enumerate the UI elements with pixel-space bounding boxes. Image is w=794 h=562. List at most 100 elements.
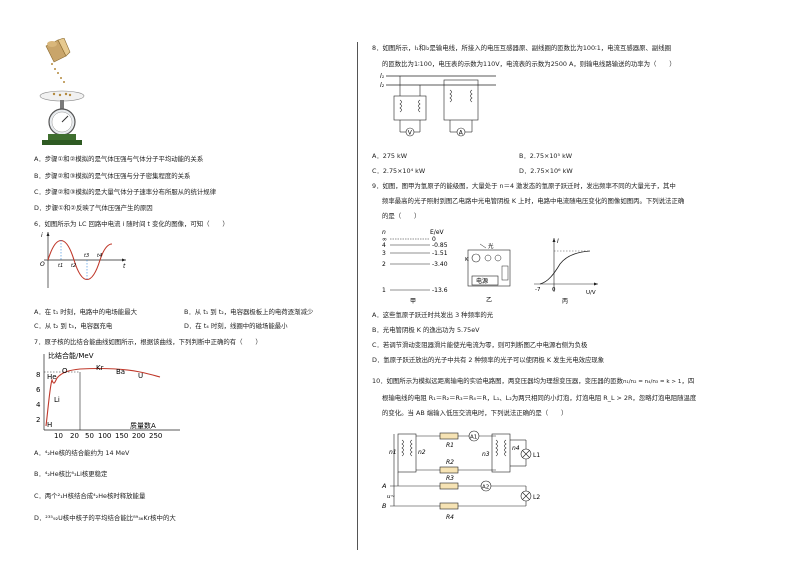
graph-i-axis-label: I xyxy=(557,238,559,245)
q6-option-b[interactable]: B．从 t₁ 到 t₂，电容器极板上的电荷逐渐减少 xyxy=(184,308,314,316)
question-7-stem: 7．原子核的比结合能曲线如图所示，根据该曲线，下列判断中正确的有（ ） xyxy=(34,338,262,346)
nuclide-h: H xyxy=(47,421,52,429)
terminal-b-label: B xyxy=(382,502,387,510)
option-b-prev[interactable]: B．步骤②和③模拟的是气体压强与分子密集程度的关系 xyxy=(34,172,191,180)
voltmeter-label: V xyxy=(408,130,413,137)
q9-option-c[interactable]: C．若调节滑动变阻器滑片能使光电流为零，则可判断图乙中电源右侧为负极 xyxy=(372,341,588,349)
level-n-inf: ∞ xyxy=(382,236,387,243)
q9-option-d[interactable]: D．氢原子跃迁放出的光子中共有 2 种频率的光子可以使阴极 K 发生光电效应现象 xyxy=(372,356,605,364)
graph-t2-label: t2 xyxy=(71,263,76,269)
resistor-r4 xyxy=(439,502,459,510)
label-r4: R4 xyxy=(446,514,454,521)
q10-stem-part-a: 10．如图所示为模拟远距离输电的实验电路图，两变压器均为理想变压器，变压器的匝数 xyxy=(372,377,623,385)
level-n-3: 3 xyxy=(382,250,386,257)
xtick-150: 150 xyxy=(115,432,128,438)
graph-t-label: t xyxy=(123,263,126,270)
level-e-1: -13.6 xyxy=(432,287,448,294)
ammeter-a1-icon xyxy=(468,430,480,442)
source-u-label: u~ xyxy=(387,494,395,500)
q6-option-a[interactable]: A．在 t₁ 时刻，电路中的电场能最大 xyxy=(34,308,137,316)
q7-option-a[interactable]: A．⁴₂He核的结合能约为 14 MeV xyxy=(34,449,130,457)
iu-curve xyxy=(539,250,591,285)
level-e-3: -1.51 xyxy=(432,250,448,257)
level-n-4: 4 xyxy=(382,242,386,249)
xtick-250: 250 xyxy=(149,432,162,438)
lc-current-graph: i O t t1 t2 t3 t4 xyxy=(40,232,126,288)
q6-option-c[interactable]: C．从 t₂ 到 t₃，电容器充电 xyxy=(34,322,113,330)
label-n2: n2 xyxy=(418,449,426,456)
photoelectric-circuit: K 光 电源 乙 xyxy=(465,242,511,304)
label-a2: A2 xyxy=(482,485,489,491)
label-yi: 乙 xyxy=(486,297,492,304)
q8-option-a[interactable]: A．275 kW xyxy=(372,152,408,160)
option-a-prev[interactable]: A．步骤①和②模拟的是气体压强与气体分子平均动能的关系 xyxy=(34,155,204,163)
question-8-stem-line1: 8．如图所示，l₁和l₂是输电线，所接入的电压互感器原、副线圈的匝数比为100∶… xyxy=(372,44,672,52)
current-curve xyxy=(47,240,113,280)
light-label: 光 xyxy=(488,242,494,250)
instrument-transformer-circuit: l₁ l₂ V A xyxy=(380,73,496,137)
q8-option-c[interactable]: C．2.75×10⁴ kW xyxy=(372,167,426,175)
level-e-2: -3.40 xyxy=(432,261,448,268)
question-6-stem: 6．如图所示为 LC 回路中电流 i 随时间 t 变化的图像，可知（ ） xyxy=(34,220,229,228)
resistor-r2 xyxy=(439,466,459,474)
xtick-50: 50 xyxy=(85,432,94,438)
q6-option-d[interactable]: D．在 t₄ 时刻，线圈中的磁场能最小 xyxy=(184,322,288,330)
ammeter-label: A xyxy=(459,130,464,137)
graph-ylabel: 比结合能/MeV xyxy=(48,351,94,360)
option-c-prev[interactable]: C．步骤②和③模拟的是大量气体分子速率分布所服从的统计规律 xyxy=(34,188,217,196)
q8-option-b[interactable]: B．2.75×10⁵ kW xyxy=(519,152,573,160)
binding-energy-graph: 比结合能/MeV 8 6 4 2 He O Kr Ba U Li H 质量数A … xyxy=(36,351,180,438)
q7-option-d[interactable]: D．²³⁵₉₂U核中核子的平均结合能比⁸⁹₃₆Kr核中的大 xyxy=(34,514,176,522)
question-9-stem-line3: 的是（ ） xyxy=(382,212,421,220)
energy-level-diagram: n E/eV ∞ 0 4 -0.85 3 -1.51 2 -3.40 1 -13… xyxy=(382,229,448,305)
nuclide-he: He xyxy=(47,373,57,381)
graph-t1-label: t1 xyxy=(58,263,63,269)
label-zero: 0 xyxy=(552,287,556,293)
question-10-stem-line1a: 10．如图所示为模拟远距离输电的实验电路图，两变压器均为理想变压器，变压器的匝数… xyxy=(372,377,694,386)
wire-l2-label: l₂ xyxy=(380,82,385,89)
q7-option-b[interactable]: B．⁴₂He核比⁶₃Li核更稳定 xyxy=(34,470,108,478)
q10-ratio: n₁/n₂ = n₄/n₃ = k > 1 xyxy=(622,379,682,385)
nuclide-ba: Ba xyxy=(116,368,125,376)
q8-option-d[interactable]: D．2.75×10⁶ kW xyxy=(519,167,573,175)
xtick-10: 10 xyxy=(54,432,63,438)
ytick-8: 8 xyxy=(36,371,40,379)
ytick-4: 4 xyxy=(36,401,41,409)
graph-origin-label: O xyxy=(40,261,45,268)
level-e-inf: 0 xyxy=(432,236,436,243)
resistor-r3 xyxy=(439,482,459,490)
label-r1: R1 xyxy=(446,442,454,449)
voltage-transformer: V xyxy=(393,76,427,137)
q9-option-b[interactable]: B．光电管阴极 K 的逸出功为 5.75eV xyxy=(372,326,480,334)
q7-option-c[interactable]: C．两个²₁H核结合成⁴₂He核时释放能量 xyxy=(34,492,146,500)
label-n4: n4 xyxy=(512,445,520,452)
graph-u-axis-label: U/V xyxy=(586,290,596,296)
graph-xlabel: 质量数A xyxy=(130,421,156,430)
transmission-circuit: n1 n2 R1 R2 A1 n3 n4 L1 A B u~ R3 A2 R4 … xyxy=(381,430,540,521)
terminal-a-label: A xyxy=(381,482,386,490)
pouring-cup-icon xyxy=(45,38,71,83)
ytick-6: 6 xyxy=(36,386,41,394)
option-d-prev[interactable]: D．步骤①和②反映了气体压强产生的原因 xyxy=(34,204,153,212)
level-e-4: -0.85 xyxy=(432,242,448,249)
xtick-200: 200 xyxy=(132,432,145,438)
label-a1: A1 xyxy=(470,435,477,441)
wire-l1-label: l₁ xyxy=(380,73,385,80)
label-r3: R3 xyxy=(446,475,454,482)
nuclide-u: U xyxy=(138,372,143,380)
question-10-stem-line3: 的变化。当 AB 端输入低压交流电时，下列说法正确的是（ ） xyxy=(382,409,568,417)
level-n-2: 2 xyxy=(382,261,386,268)
question-10-stem-line2: 根输电线的电阻 R₁＝R₂＝R₃＝R₄＝R，L₁、L₂为两只相同的小灯泡，灯泡电… xyxy=(382,394,697,402)
binding-curve xyxy=(45,367,161,427)
current-voltage-graph: I -7 0 U/V 丙 xyxy=(534,238,598,305)
level-n-1: 1 xyxy=(382,287,386,294)
graph-t4-label: t4 xyxy=(97,253,102,259)
nuclide-kr: Kr xyxy=(96,364,104,372)
ammeter-icon xyxy=(456,127,466,137)
q9-option-a[interactable]: A．这些氢原子跃迁时共发出 3 种频率的光 xyxy=(372,311,494,319)
resistor-r1 xyxy=(439,432,459,440)
label-l1: L1 xyxy=(533,452,540,459)
e-header: E/eV xyxy=(430,229,445,236)
question-8-stem-line2: 的匝数比为1∶100，电压表的示数为110V，电流表的示数为2500 A，则输电… xyxy=(382,60,676,68)
phototube-icon xyxy=(471,253,481,263)
